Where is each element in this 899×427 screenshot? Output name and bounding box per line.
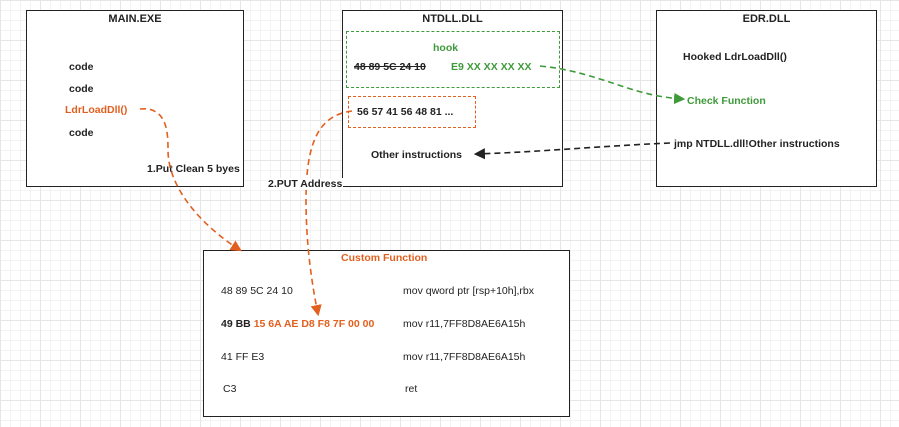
custom-row-1-bytes: 48 89 5C 24 10 bbox=[221, 285, 293, 297]
custom-row-2-prefix: 49 BB bbox=[221, 318, 254, 330]
trampoline-bytes: 56 57 41 56 48 81 ... bbox=[357, 106, 454, 118]
main-ldrloaddll-call: LdrLoadDll() bbox=[65, 104, 128, 116]
main-code-line-4: code bbox=[69, 127, 94, 139]
ntdll-box: NTDLL.DLL hook 48 89 5C 24 10 E9 XX XX X… bbox=[342, 10, 563, 187]
custom-row-4-asm: ret bbox=[405, 383, 418, 395]
main-code-line-2: code bbox=[69, 83, 94, 95]
original-bytes: 48 89 5C 24 10 bbox=[354, 61, 426, 73]
other-instructions: Other instructions bbox=[371, 149, 463, 161]
put-address-label: 2.PUT Address bbox=[267, 178, 344, 190]
main-exe-title: MAIN.EXE bbox=[108, 13, 162, 25]
custom-row-3-asm: mov r11,7FF8D8AE6A15h bbox=[403, 351, 526, 363]
custom-row-3-bytes: 41 FF E3 bbox=[221, 351, 265, 363]
hooked-ldrloaddll: Hooked LdrLoadDll() bbox=[683, 51, 787, 63]
check-function: Check Function bbox=[687, 95, 766, 107]
jump-bytes: E9 XX XX XX XX bbox=[451, 61, 532, 73]
custom-row-2-bytes: 49 BB 15 6A AE D8 F8 7F 00 00 bbox=[221, 318, 374, 330]
arrow-trampoline-to-address bbox=[305, 110, 353, 317]
jmp-instruction: jmp NTDLL.dll!Other instructions bbox=[674, 138, 840, 150]
arrow-hook-to-check-function bbox=[539, 65, 686, 105]
arrow-jmp-to-other-instructions bbox=[473, 142, 671, 160]
ntdll-title: NTDLL.DLL bbox=[422, 13, 483, 25]
custom-row-2-address: 15 6A AE D8 F8 7F 00 00 bbox=[253, 318, 375, 330]
custom-row-2-asm: mov r11,7FF8D8AE6A15h bbox=[403, 318, 526, 330]
hook-region bbox=[346, 31, 560, 88]
custom-function-box: Custom Function 48 89 5C 24 10 mov qword… bbox=[203, 250, 570, 417]
custom-function-title: Custom Function bbox=[341, 252, 428, 264]
custom-row-4-bytes: C3 bbox=[223, 383, 237, 395]
edr-title: EDR.DLL bbox=[742, 13, 791, 25]
main-code-line-1: code bbox=[69, 61, 94, 73]
main-exe-box: MAIN.EXE code code LdrLoadDll() code 1.P… bbox=[26, 10, 244, 187]
edr-box: EDR.DLL Hooked LdrLoadDll() Check Functi… bbox=[656, 10, 877, 187]
custom-row-1-asm: mov qword ptr [rsp+10h],rbx bbox=[403, 285, 535, 297]
hook-label: hook bbox=[433, 42, 459, 54]
arrow-ldrloaddll-to-custom bbox=[139, 108, 242, 252]
